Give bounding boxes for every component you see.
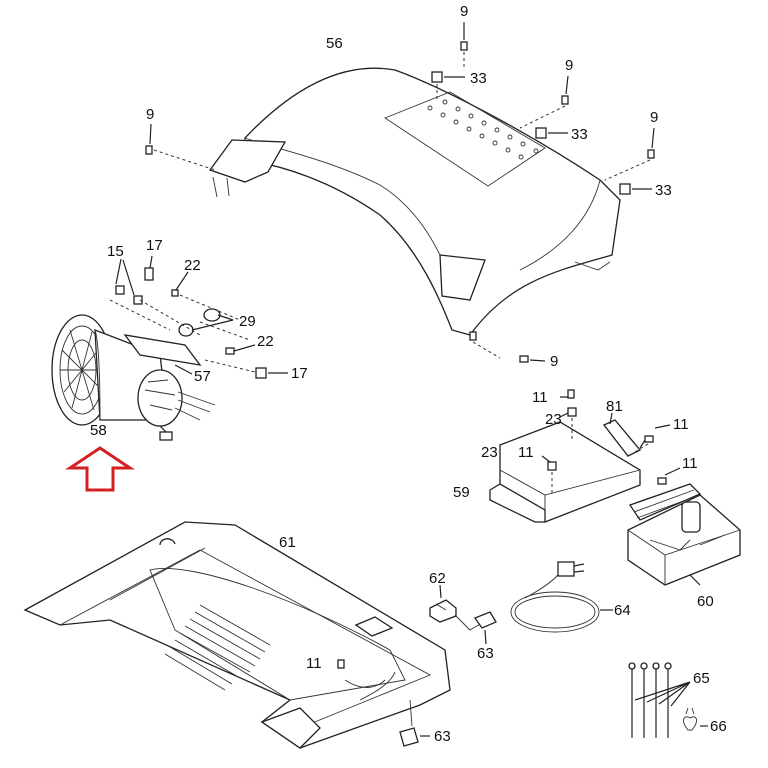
- part-56-motor-hood: [208, 67, 621, 336]
- label-29: 29: [239, 313, 256, 330]
- label-11-a: 11: [532, 389, 548, 406]
- part-60-power-board: [627, 483, 741, 586]
- label-11-c: 11: [518, 444, 534, 461]
- label-81: 81: [606, 398, 623, 415]
- part-66-tie-loop: [683, 707, 708, 731]
- label-59: 59: [453, 484, 470, 501]
- part-63-connectors: [399, 611, 497, 747]
- part-labels: 9 56 33 9 33 9 33 9 9 15 17 22 29 22 17 …: [90, 3, 727, 745]
- label-63-a: 63: [477, 645, 494, 662]
- part-65-cable-ties: [628, 662, 691, 738]
- label-57: 57: [194, 368, 211, 385]
- label-11-b: 11: [673, 416, 689, 433]
- label-64: 64: [614, 602, 631, 619]
- label-56: 56: [326, 35, 343, 52]
- part-59-controller-plate: [489, 389, 681, 523]
- attention-arrow: [65, 446, 135, 492]
- part-57-motor-bracket: [109, 255, 288, 379]
- label-33-top: 33: [470, 70, 487, 87]
- part-61-base-shroud: [23, 521, 451, 749]
- part-62-switch: [429, 584, 457, 623]
- hood-vent-holes: [427, 99, 539, 160]
- label-66: 66: [710, 718, 727, 735]
- label-58: 58: [90, 422, 107, 439]
- label-22-top: 22: [184, 257, 201, 274]
- label-15: 15: [107, 243, 124, 260]
- label-17-mid: 17: [291, 365, 308, 382]
- label-11-e: 11: [306, 655, 322, 672]
- label-23-b: 23: [481, 444, 498, 461]
- label-33-mid: 33: [571, 126, 588, 143]
- label-23-a: 23: [545, 411, 562, 428]
- label-65: 65: [693, 670, 710, 687]
- shroud-vent-slots: [164, 604, 271, 691]
- label-9-mid: 9: [565, 57, 573, 74]
- label-9-top: 9: [460, 3, 468, 20]
- label-11-d: 11: [682, 455, 698, 472]
- label-9-right: 9: [650, 109, 658, 126]
- label-61: 61: [279, 534, 296, 551]
- label-17-top: 17: [146, 237, 163, 254]
- label-63-b: 63: [434, 728, 451, 745]
- label-22-mid: 22: [257, 333, 274, 350]
- label-33-right: 33: [655, 182, 672, 199]
- label-9-left: 9: [146, 106, 154, 123]
- label-9-bottom: 9: [550, 353, 558, 370]
- hood-fasteners: [145, 22, 655, 363]
- label-62: 62: [429, 570, 446, 587]
- label-60: 60: [697, 593, 714, 610]
